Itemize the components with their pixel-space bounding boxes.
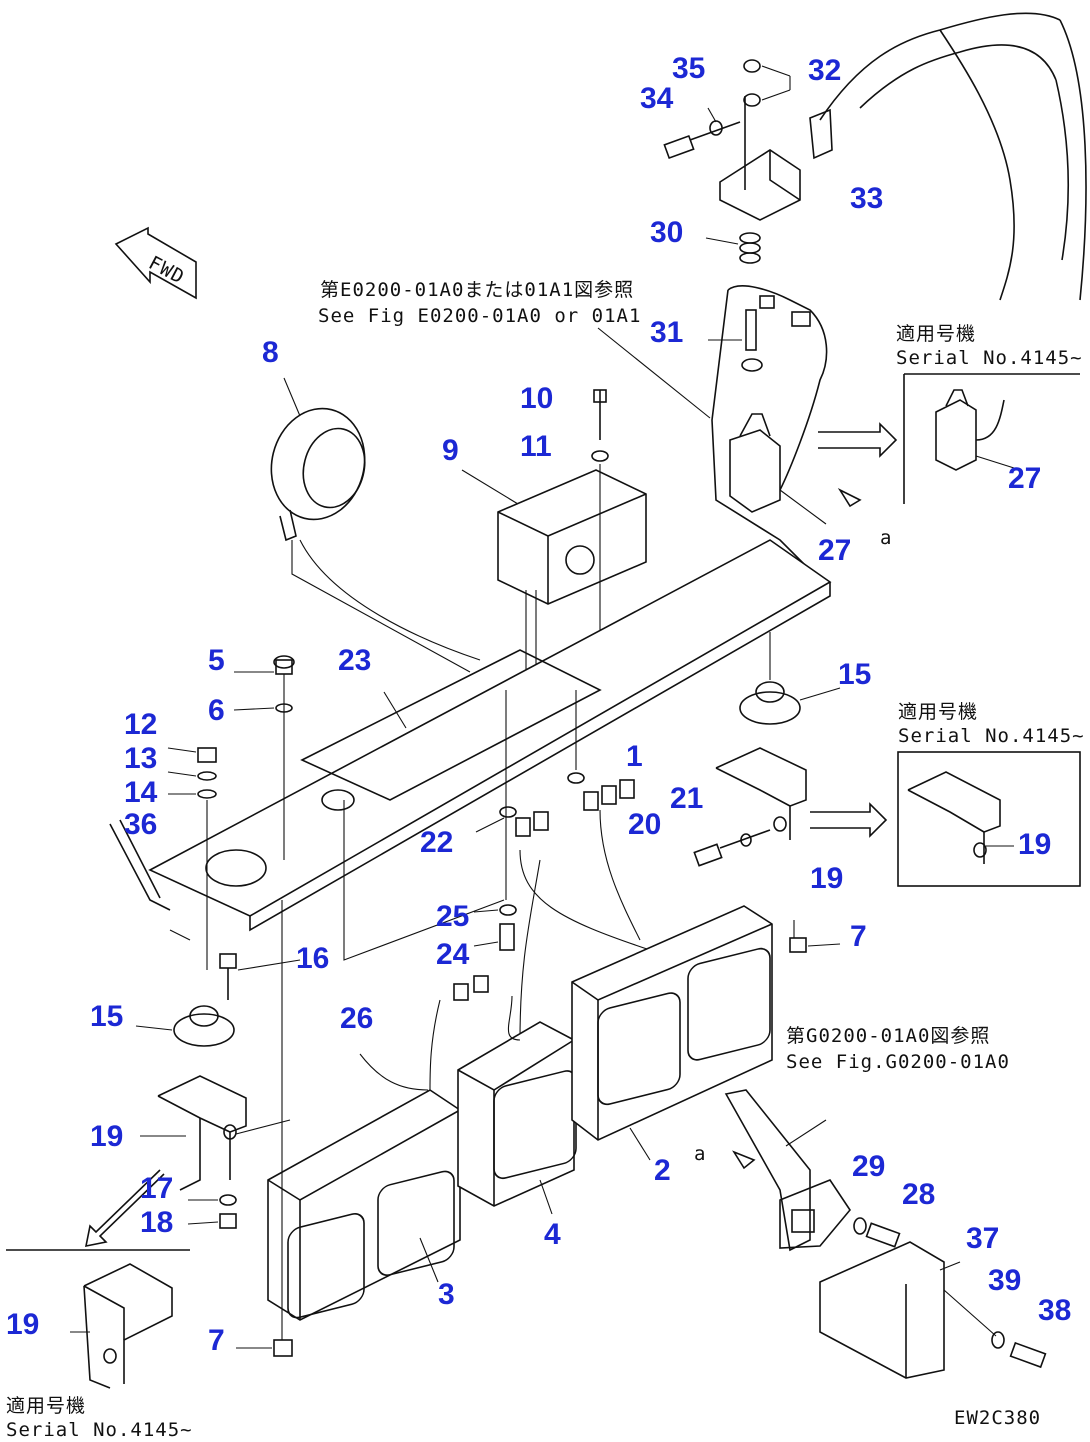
part-number: 29 bbox=[852, 1150, 885, 1183]
fwd-arrow bbox=[114, 226, 197, 300]
part-number: 27 bbox=[1008, 462, 1041, 495]
part-number: 25 bbox=[436, 900, 469, 933]
cushion-15-left bbox=[135, 1005, 235, 1047]
part-number: 22 bbox=[420, 826, 453, 859]
ref-note-jp: 第G0200-01A0図参照 bbox=[786, 1025, 990, 1047]
fwd-label: FWD bbox=[145, 252, 188, 289]
part-number: 4 bbox=[544, 1218, 561, 1251]
part-number: 34 bbox=[640, 82, 674, 115]
part-number: 1 bbox=[626, 740, 643, 773]
detail-box-switch bbox=[903, 373, 1080, 504]
bracket-19-left bbox=[140, 1075, 291, 1191]
part-number: 19 bbox=[810, 862, 843, 895]
bracket-36 bbox=[109, 819, 191, 941]
part-number: 36 bbox=[124, 808, 157, 841]
part-number: 5 bbox=[208, 644, 225, 677]
part-number: 16 bbox=[296, 942, 329, 975]
part-number: 38 bbox=[1038, 1294, 1071, 1327]
part-number: 35 bbox=[672, 52, 705, 85]
part-number: 30 bbox=[650, 216, 683, 249]
part-number: 3 bbox=[438, 1278, 455, 1311]
part-number: 33 bbox=[850, 182, 883, 215]
part-number: 7 bbox=[208, 1324, 225, 1357]
part-number: 39 bbox=[988, 1264, 1021, 1297]
part-number: 6 bbox=[208, 694, 225, 727]
part-number: 9 bbox=[442, 434, 459, 467]
part-number: 11 bbox=[520, 430, 552, 463]
serial-note-jp: 適用号機 bbox=[896, 323, 976, 345]
part-number: 19 bbox=[90, 1120, 123, 1153]
notes: FWD 第E0200-01A0または01A1図参照 See Fig E0200-… bbox=[6, 252, 1085, 1441]
part-number: 14 bbox=[124, 776, 158, 809]
ref-note-en: See Fig E0200-01A0 or 01A1 bbox=[318, 305, 641, 327]
box-37 bbox=[819, 1241, 1047, 1379]
part-number-labels: 34 35 32 33 30 31 8 10 11 9 27 27 5 23 1… bbox=[6, 52, 1071, 1357]
mounting-plate-23 bbox=[148, 539, 832, 932]
relay-box-9 bbox=[461, 389, 647, 700]
switch-assembly-27-31 bbox=[708, 285, 828, 581]
part-number: 19 bbox=[1018, 828, 1051, 861]
bracket-19-middle bbox=[693, 747, 888, 867]
nut-17-18 bbox=[187, 1194, 237, 1229]
clamps-22-harness bbox=[343, 690, 651, 1041]
serial-note-en: Serial No.4145~ bbox=[896, 347, 1083, 369]
part-number: 31 bbox=[650, 316, 683, 349]
part-number: 26 bbox=[340, 1002, 373, 1035]
bracket-33 bbox=[719, 59, 833, 221]
part-number: 10 bbox=[520, 382, 553, 415]
work-lamp-8 bbox=[270, 377, 481, 673]
part-number: 18 bbox=[140, 1206, 173, 1239]
part-number: 37 bbox=[966, 1222, 999, 1255]
detail-bracket-19-bottom bbox=[6, 1249, 190, 1389]
bolt-16 bbox=[219, 953, 301, 1000]
cushion-15-right bbox=[739, 632, 841, 725]
part-number: 15 bbox=[90, 1000, 123, 1033]
clip-7-right bbox=[789, 920, 841, 953]
part-number: 12 bbox=[124, 708, 157, 741]
part-number: 28 bbox=[902, 1178, 935, 1211]
part-number: 7 bbox=[850, 920, 867, 953]
nut-12-washers bbox=[167, 747, 217, 970]
drawing-code: EW2C380 bbox=[954, 1407, 1041, 1429]
part-number: 2 bbox=[654, 1154, 671, 1187]
serial-note-en: Serial No.4145~ bbox=[6, 1419, 193, 1441]
part-number: 15 bbox=[838, 658, 871, 691]
detail-arrow-a bbox=[818, 422, 898, 458]
bracket-lower-right bbox=[724, 1089, 901, 1252]
part-number: 27 bbox=[818, 534, 851, 567]
part-number: 8 bbox=[262, 336, 279, 369]
ref-note-jp: 第E0200-01A0または01A1図参照 bbox=[320, 279, 634, 301]
harness-26 bbox=[359, 975, 521, 1091]
part-number: 23 bbox=[338, 644, 371, 677]
serial-note-jp: 適用号機 bbox=[898, 701, 978, 723]
lamp-4 bbox=[457, 1021, 577, 1215]
spring-30 bbox=[705, 232, 761, 264]
lamp-cluster-2 bbox=[571, 905, 773, 1161]
part-number: 32 bbox=[808, 54, 841, 87]
part-number: 21 bbox=[670, 782, 703, 815]
lamp-cluster-3 bbox=[267, 1089, 461, 1321]
roof-frame-arm bbox=[819, 12, 1087, 301]
part-number: 20 bbox=[628, 808, 661, 841]
bolt-5-washer-6 bbox=[233, 655, 295, 860]
detail-box-bracket-19 bbox=[897, 751, 1081, 887]
bolt-34-washer-35 bbox=[663, 107, 741, 160]
part-number: 17 bbox=[140, 1172, 173, 1205]
leader-ref-e0200 bbox=[597, 327, 711, 419]
part-number: 13 bbox=[124, 742, 157, 775]
detail-label-a: a bbox=[694, 1143, 706, 1165]
serial-note-en: Serial No.4145~ bbox=[898, 725, 1085, 747]
serial-note-jp: 適用号機 bbox=[6, 1395, 86, 1417]
part-number: 19 bbox=[6, 1308, 39, 1341]
detail-label-a: a bbox=[880, 527, 892, 549]
part-number: 24 bbox=[436, 938, 470, 971]
arrow-a-pointer bbox=[837, 488, 862, 508]
ref-note-en: See Fig.G0200-01A0 bbox=[786, 1051, 1010, 1073]
clip-7-left bbox=[236, 900, 293, 1357]
detail-arrow-bracket-19 bbox=[84, 1169, 165, 1248]
